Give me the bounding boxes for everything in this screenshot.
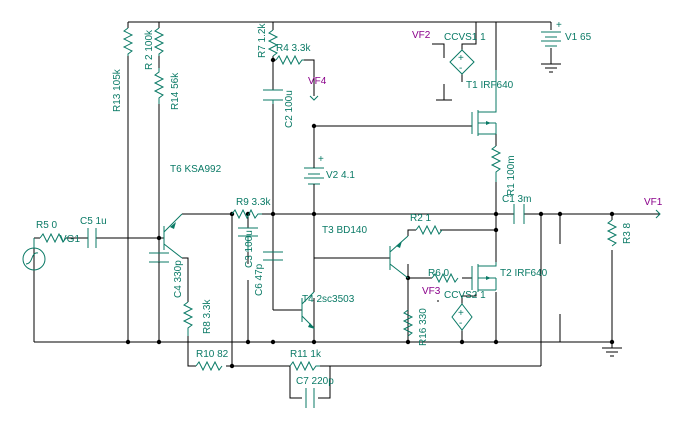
label-v2: V2 4.1 [326,170,355,181]
net-vf2: VF2 [412,30,431,41]
capacitor-c5: C5 1u [80,216,107,248]
label-r10: R10 82 [196,349,229,360]
label-t4: T4 2sc3503 [302,294,355,305]
label-t1: T1 IRF640 [466,80,514,91]
label-t2: T2 IRF640 [500,268,548,279]
label-r9: R9 3.3k [236,197,271,208]
resistor-r4: R4 3.3k [275,43,311,66]
transistor-t2: T2 IRF640 [471,262,548,292]
net-vf4: VF4 [308,76,327,87]
ccvs2-plus: + [458,308,464,319]
label-t3: T3 BD140 [322,225,367,236]
label-r14: R14 56k [170,72,181,110]
resistor-r2-1: R2 1 [410,213,443,236]
resistor-r13: R13 105k [112,27,134,112]
label-v1: V1 65 [565,32,592,43]
label-c2: C2 100u [284,90,295,128]
wires [33,21,660,399]
transistor-t6: T6 KSA992 [163,164,222,259]
label-r13: R13 105k [112,68,123,112]
resistor-r6: R6 0 [428,268,459,284]
resistor-r14: R14 56k [153,68,181,110]
ccvs1-minus: - [459,63,462,74]
label-r4: R4 3.3k [276,43,311,54]
v1-plus: + [556,20,562,31]
battery-v1: + V1 65 [541,20,592,47]
capacitor-c4: C4 330p [149,252,184,298]
label-c7: C7 220p [296,376,334,387]
capacitor-c7: C7 220p [296,376,334,408]
resistor-r2: R 2 100k [144,27,165,70]
capacitor-c2: C2 100u [263,89,295,128]
resistor-r9: R9 3.3k [231,197,271,220]
label-r5: R5 0 [36,220,58,231]
capacitor-c1: C1 3m [502,194,531,224]
resistor-r10: R10 82 [195,349,229,372]
ccvs2-minus: - [459,318,462,329]
label-ccvs2: CCVS2 1 [444,290,486,301]
label-r2b: R2 1 [410,213,432,224]
net-vf1: VF1 [644,197,663,208]
battery-v2: + V2 4.1 [304,154,355,186]
capacitor-c3: C3 100u [238,227,258,268]
v2-plus: + [318,154,324,165]
signal-source-vg1: VG1 [22,234,80,271]
label-r8: R8 3.3k [202,299,213,334]
label-c6: C6 47p [254,263,265,296]
transistor-t4: T4 2sc3503 [301,258,355,342]
net-vf1-marker [655,209,661,219]
label-r6: R6 0 [428,268,450,279]
resistor-r3: R3 8 [606,219,633,247]
label-c3: C3 100u [244,230,255,268]
label-r11: R11 1k [290,349,322,360]
label-r7: R7 1.2k [257,23,268,58]
label-c5: C5 1u [80,216,107,227]
resistor-r7: R7 1.2k [257,23,279,58]
ccvs1-plus: + [458,53,464,64]
transistor-t3: T3 BD140 [322,225,409,279]
label-c4: C4 330p [173,260,184,298]
resistor-r11: R11 1k [289,349,322,372]
junction-dots [125,57,615,369]
capacitor-c6: C6 47p [254,251,283,296]
label-t6: T6 KSA992 [170,164,222,175]
label-ccvs1: CCVS1 1 [444,32,486,43]
label-c1: C1 3m [502,194,531,205]
label-vg1-inline: VG1 [60,234,80,245]
label-r3: R3 8 [622,222,633,244]
label-r2: R 2 100k [144,29,155,70]
resistor-r16: R16 330 [402,308,429,346]
ccvs2-source: + - CCVS2 1 [444,290,486,331]
transistor-t1: T1 IRF640 [466,70,514,136]
resistor-r5: R5 0 [36,220,67,244]
ccvs1-source: + - CCVS1 1 [444,32,486,75]
net-vf4-marker [309,95,319,101]
label-r1: R1 100m [506,155,517,196]
net-vf3: VF3 [422,286,441,297]
label-r16: R16 330 [418,308,429,346]
resistor-r1: R1 100m [490,145,517,196]
resistor-r8: R8 3.3k [182,299,213,336]
